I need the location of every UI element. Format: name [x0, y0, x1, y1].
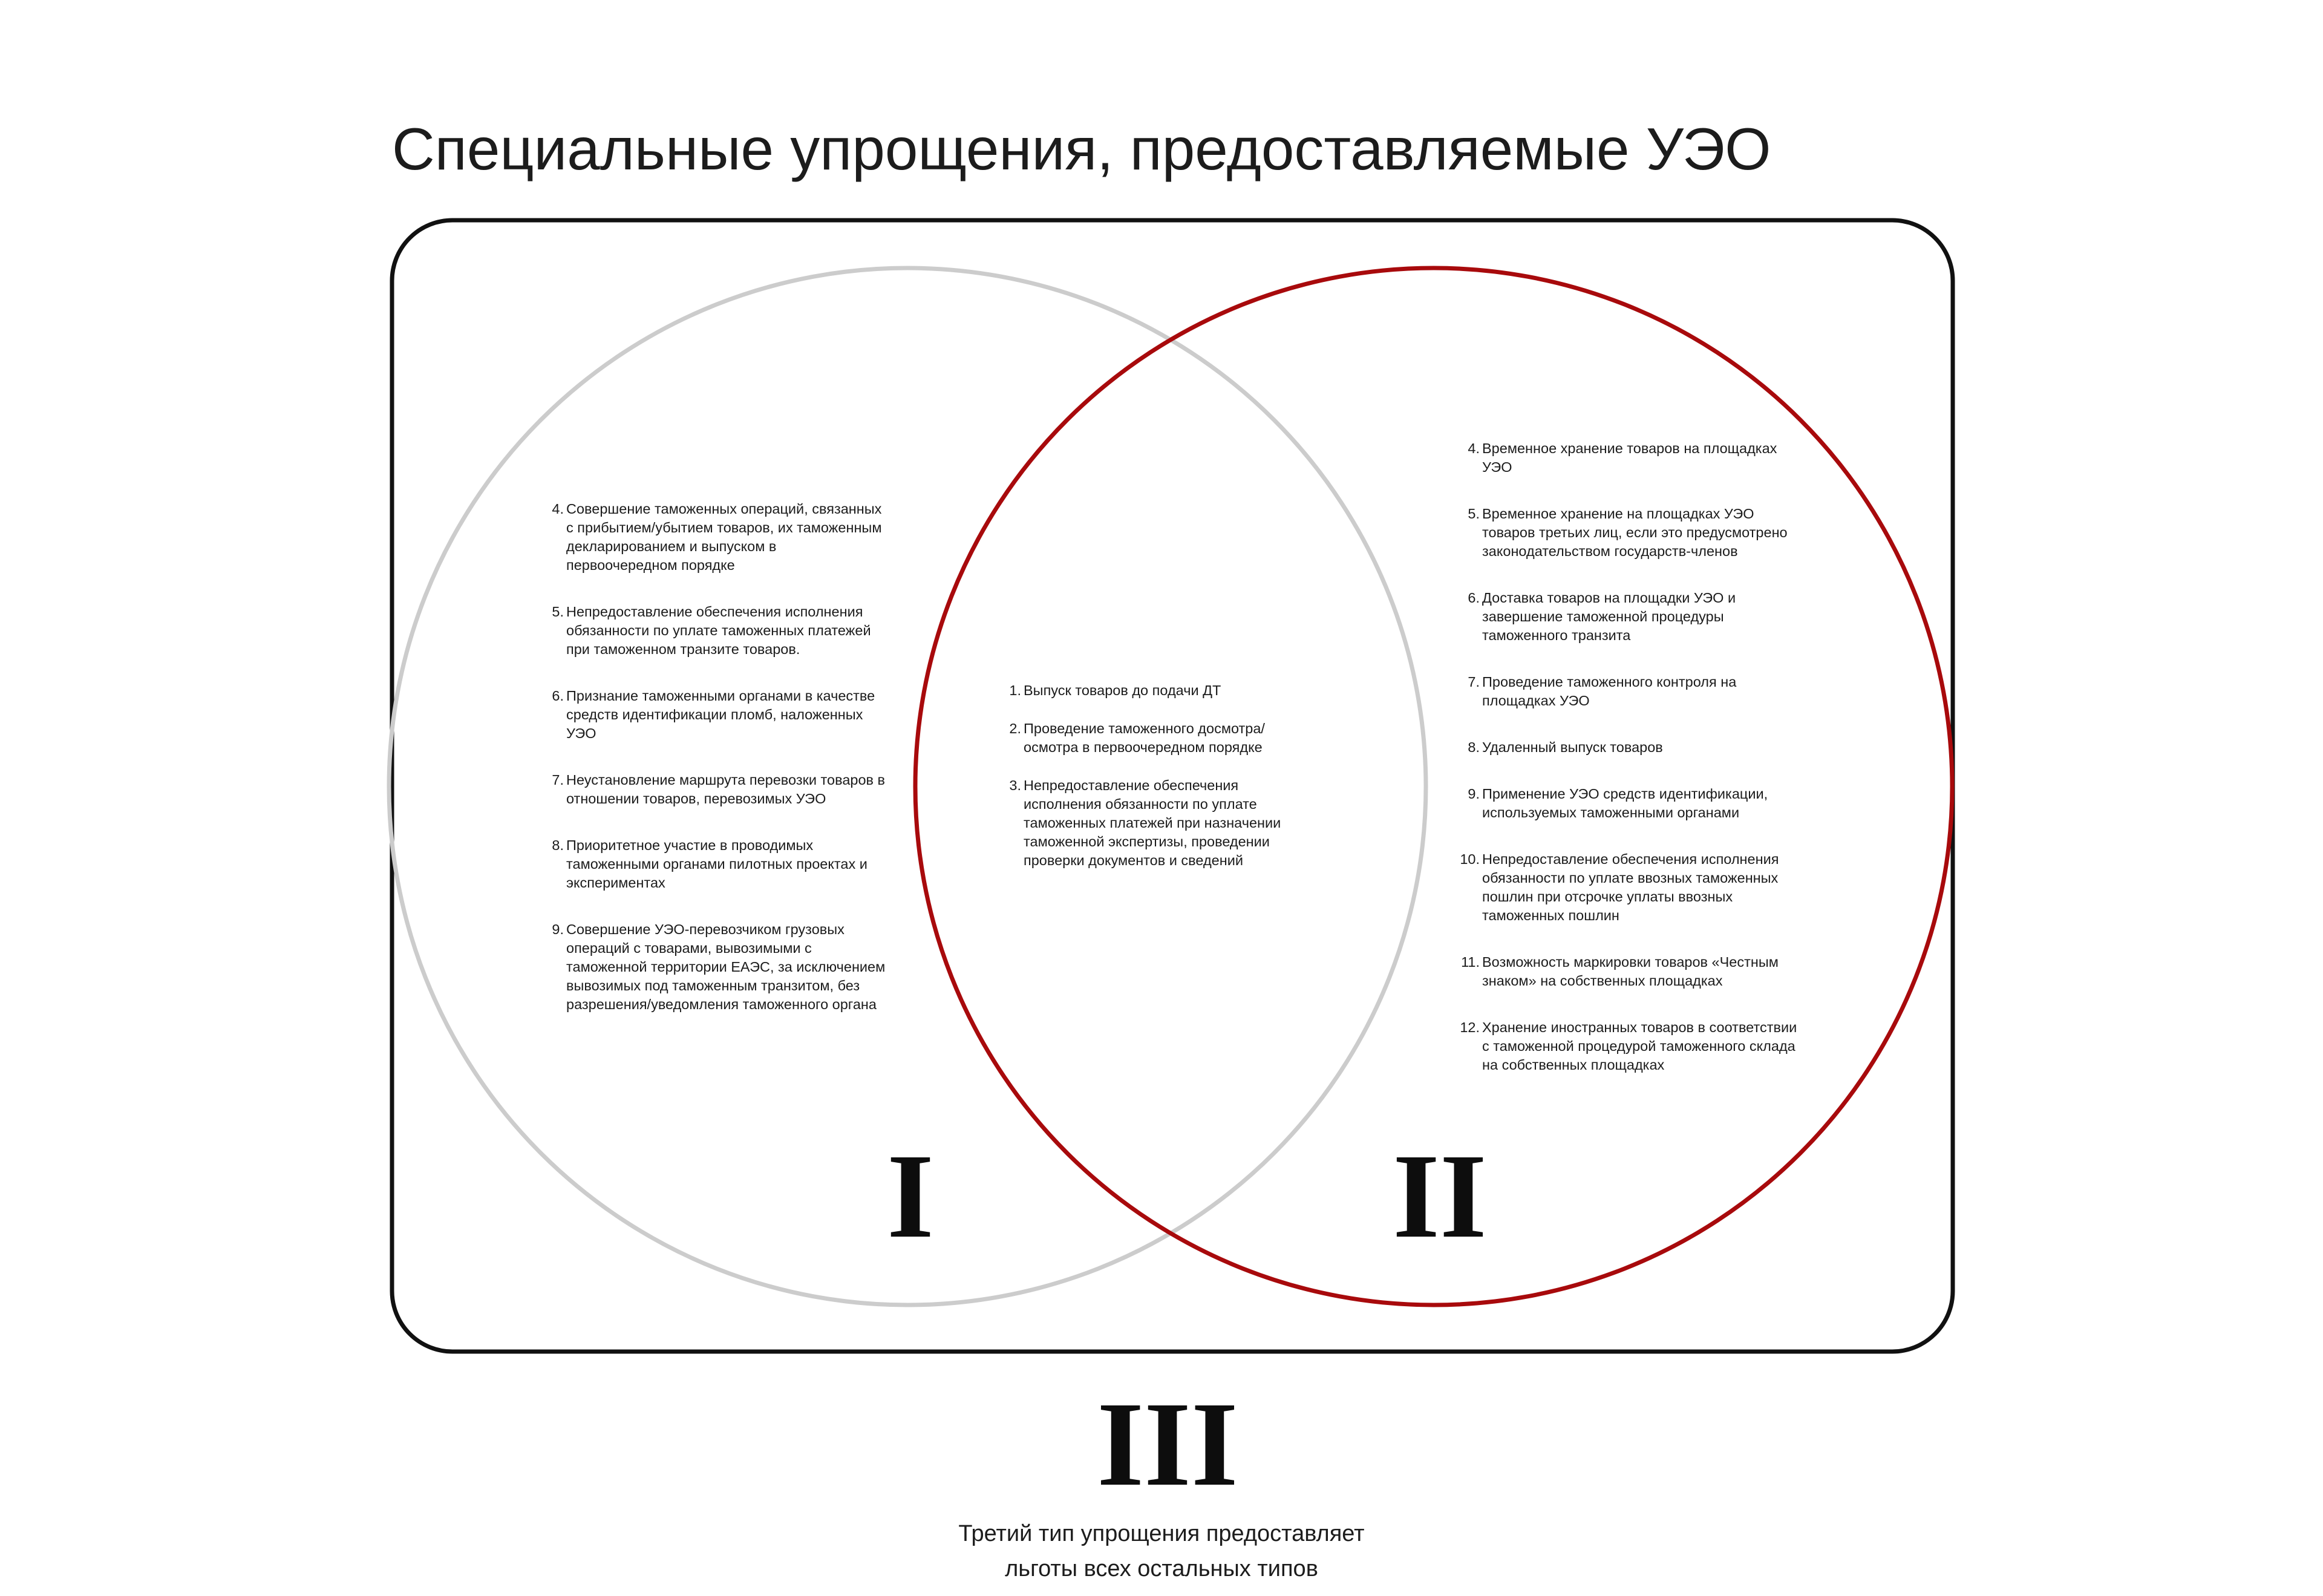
type-one-only-list: 4.Совершение таможенных операций, связан… — [547, 500, 886, 1042]
item-text: Временное хранение на площадках УЭО това… — [1482, 506, 1788, 559]
item-text: Хранение иностранных товаров в соответст… — [1482, 1019, 1797, 1073]
list-item: 8.Удаленный выпуск товаров — [1463, 738, 1802, 757]
list-item: 10.Непредоставление обеспечения исполнен… — [1460, 850, 1802, 925]
caption-line-1: Третий тип упрощения предоставляет — [958, 1521, 1365, 1546]
item-number: 8. — [1468, 739, 1480, 755]
item-number: 6. — [1468, 590, 1480, 606]
type-three-caption: Третий тип упрощения предоставляет льгот… — [859, 1516, 1464, 1586]
item-text: Временное хранение товаров на площадках … — [1482, 440, 1777, 475]
list-item: 9.Совершение УЭО-перевозчиком грузовых о… — [547, 920, 886, 1014]
item-text: Удаленный выпуск товаров — [1482, 739, 1663, 755]
item-number: 6. — [552, 688, 564, 704]
item-number: 9. — [552, 921, 564, 937]
item-text: Совершение УЭО-перевозчиком грузовых опе… — [566, 921, 886, 1012]
item-number: 9. — [1468, 786, 1480, 802]
item-number: 2. — [1009, 721, 1021, 736]
type-two-only-list: 4.Временное хранение товаров на площадка… — [1460, 439, 1802, 1102]
item-text: Проведение таможенного контроля на площа… — [1482, 674, 1737, 708]
list-item: 7.Проведение таможенного контроля на пло… — [1463, 673, 1802, 710]
type-two-label: II — [1393, 1130, 1487, 1263]
caption-line-2: льготы всех остальных типов — [1005, 1556, 1318, 1581]
type-three-label: III — [1097, 1378, 1238, 1511]
page-title: Специальные упрощения, предоставляемые У… — [392, 115, 1771, 182]
list-item: 7.Неустановление маршрута перевозки това… — [547, 771, 886, 808]
list-item: 6.Признание таможенными органами в качес… — [547, 687, 886, 743]
item-text: Неустановление маршрута перевозки товаро… — [566, 772, 886, 806]
item-number: 12. — [1460, 1019, 1480, 1035]
item-number: 5. — [552, 604, 564, 620]
list-item: 4.Совершение таможенных операций, связан… — [547, 500, 886, 575]
list-item: 8.Приоритетное участие в проводимых тамо… — [547, 836, 886, 892]
item-text: Возможность маркировки товаров «Честным … — [1482, 954, 1779, 989]
list-item: 4.Временное хранение товаров на площадка… — [1463, 439, 1802, 477]
item-number: 7. — [552, 772, 564, 788]
item-number: 4. — [1468, 440, 1480, 456]
item-number: 11. — [1461, 954, 1480, 970]
item-text: Доставка товаров на площадки УЭО и завер… — [1482, 590, 1736, 643]
list-item: 12.Хранение иностранных товаров в соотве… — [1460, 1018, 1802, 1074]
list-item: 11.Возможность маркировки товаров «Честн… — [1461, 953, 1802, 990]
type-two-circle — [913, 266, 1955, 1307]
list-item: 9.Применение УЭО средств идентификации, … — [1463, 785, 1802, 822]
item-text: Непредоставление обеспечения исполнения … — [1024, 777, 1281, 868]
item-text: Выпуск товаров до подачи ДТ — [1024, 682, 1221, 698]
item-number: 3. — [1009, 777, 1021, 793]
list-item: 1.Выпуск товаров до подачи ДТ — [1004, 681, 1319, 700]
item-text: Совершение таможенных операций, связанны… — [566, 501, 882, 573]
type-one-label: I — [887, 1130, 934, 1263]
type-one-circle — [387, 266, 1428, 1307]
list-item: 3.Непредоставление обеспечения исполнени… — [1004, 776, 1319, 870]
list-item: 2.Проведение таможенного досмотра/ осмот… — [1004, 719, 1319, 757]
list-item: 5.Временное хранение на площадках УЭО то… — [1463, 505, 1802, 561]
item-number: 8. — [552, 837, 564, 853]
item-text: Применение УЭО средств идентификации, ис… — [1482, 786, 1768, 820]
list-item: 6.Доставка товаров на площадки УЭО и зав… — [1463, 589, 1802, 645]
item-number: 1. — [1009, 682, 1021, 698]
item-number: 5. — [1468, 506, 1480, 522]
item-number: 10. — [1460, 851, 1480, 867]
item-text: Приоритетное участие в проводимых таможе… — [566, 837, 867, 891]
list-item: 5.Непредоставление обеспечения исполнени… — [547, 603, 886, 659]
item-text: Непредоставление обеспечения исполнения … — [1482, 851, 1779, 923]
item-number: 7. — [1468, 674, 1480, 690]
item-text: Непредоставление обеспечения исполнения … — [566, 604, 871, 657]
item-text: Признание таможенными органами в качеств… — [566, 688, 875, 741]
shared-list: 1.Выпуск товаров до подачи ДТ 2.Проведени… — [1004, 681, 1319, 889]
item-text: Проведение таможенного досмотра/ осмотра… — [1024, 721, 1265, 755]
item-number: 4. — [552, 501, 564, 517]
